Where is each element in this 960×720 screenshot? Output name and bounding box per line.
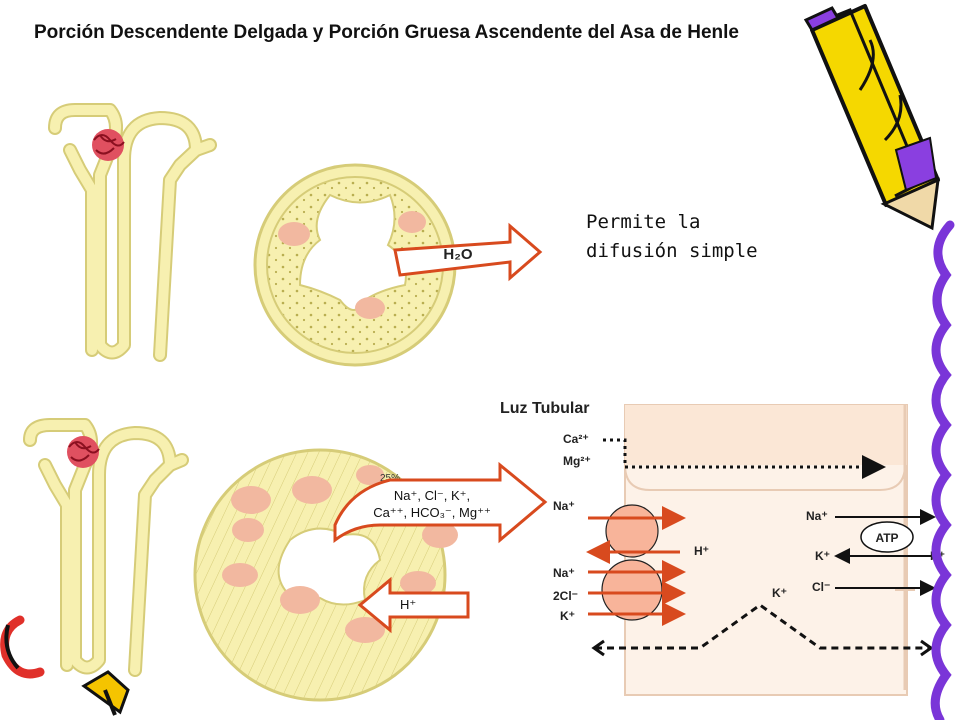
chloride-2-label: 2Cl⁻ (553, 589, 578, 603)
squiggle-border (930, 220, 955, 720)
k-left-label: K⁺ (560, 609, 575, 623)
na-right-label: Na⁺ (806, 509, 828, 523)
proton-label: H⁺ (694, 544, 709, 558)
diffusion-note-line2: difusión simple (586, 240, 758, 262)
diffusion-note-line1: Permite la (586, 211, 701, 233)
secreted-proton-label: H⁺ (400, 597, 416, 612)
reabsorbed-ions-line1: Na⁺, Cl⁻, K⁺, (394, 488, 470, 503)
k-recycling-path (595, 603, 930, 650)
slide-title: Porción Descendente Delgada y Porción Gr… (34, 22, 739, 43)
diffusion-note: Permite la difusión simple (586, 208, 758, 266)
atp-label: ATP (875, 531, 898, 545)
reabsorption-arrow (333, 461, 548, 544)
nephron-diagram-bottom (23, 418, 189, 677)
nephron-diagram-top (48, 103, 217, 362)
cell-transport-diagram (624, 404, 915, 696)
nkcc2-cotransporter (601, 559, 663, 621)
k-pump-in-label: K⁺ (815, 549, 830, 563)
scribble-icon (0, 615, 130, 716)
water-label: H₂O (443, 246, 472, 263)
thin-descending-cross-section (253, 163, 457, 367)
lumen-label: Luz Tubular (500, 400, 589, 417)
glomerulus-icon (67, 436, 100, 468)
secretion-arrow (357, 576, 470, 634)
na-mid-label: Na⁺ (553, 566, 575, 580)
k-path-right-arrowhead (920, 639, 934, 657)
k-channel-label: K⁺ (772, 586, 787, 600)
na-h-exchanger (605, 504, 659, 558)
calcium-label: Ca²⁺ (563, 432, 589, 446)
magnesium-label: Mg²⁺ (563, 454, 591, 468)
pencil-icon (803, 4, 940, 231)
paracellular-divalent-path (603, 438, 886, 479)
glomerulus-icon (92, 129, 125, 161)
reabsorbed-ions-line2: Ca⁺⁺, HCO₃⁻, Mg⁺⁺ (373, 505, 491, 520)
water-arrow (393, 222, 543, 282)
atpase-pump (860, 521, 914, 553)
na-top-label: Na⁺ (553, 499, 575, 513)
cl-right-label: Cl⁻ (812, 580, 830, 594)
k-path-left-arrowhead (591, 639, 605, 657)
